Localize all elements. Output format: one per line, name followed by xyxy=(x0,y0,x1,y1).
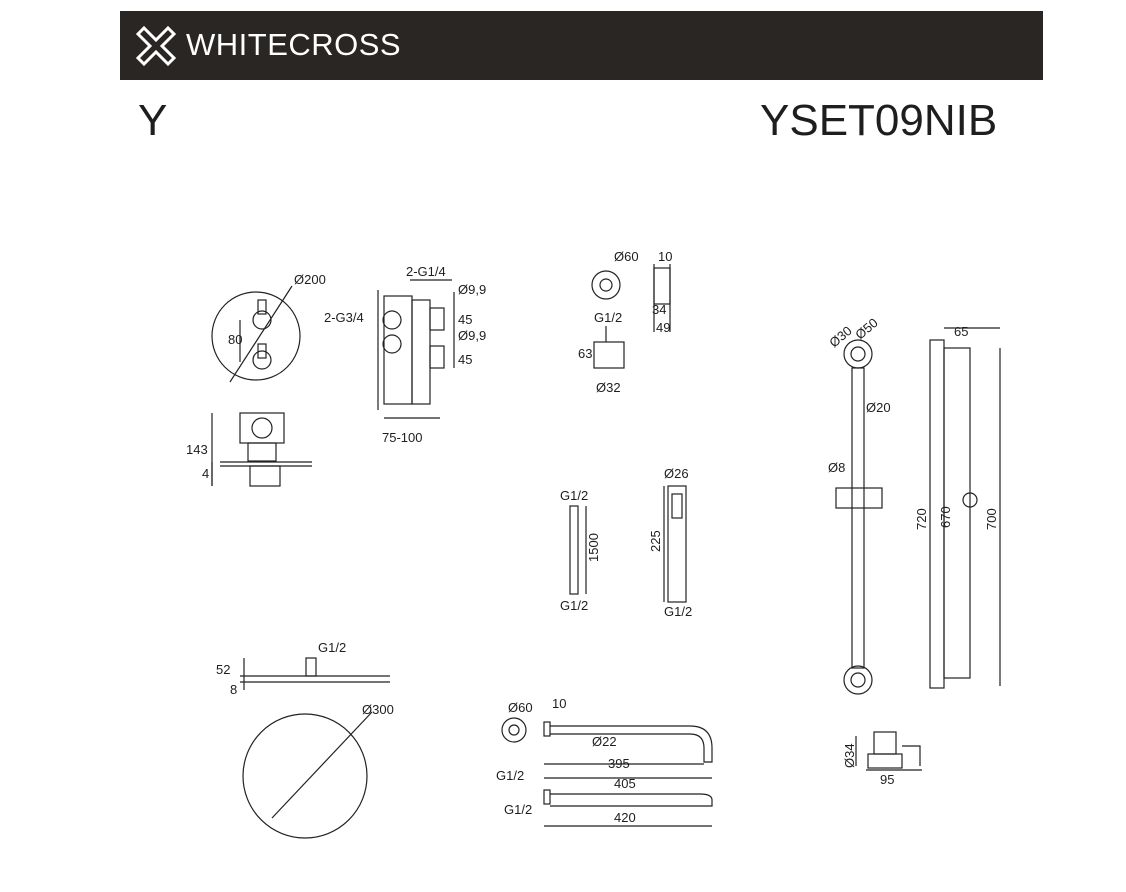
dim-mixer-diameter: Ø200 xyxy=(294,272,326,287)
dim-mixer-thickness: 4 xyxy=(202,466,209,481)
dim-valve-knob1: Ø9,9 xyxy=(458,282,486,297)
dim-arm-pipe: Ø22 xyxy=(592,734,617,749)
dim-hose-length: 1500 xyxy=(586,533,601,562)
dim-rail-d30: Ø30 xyxy=(826,323,854,350)
hand-shower xyxy=(663,485,687,603)
dim-hand-length: 225 xyxy=(648,530,663,552)
shower-hose xyxy=(569,505,587,595)
dim-arm-thread-2: G1/2 xyxy=(504,802,532,817)
dim-holder-diameter: Ø34 xyxy=(842,743,857,768)
series-letter: Y xyxy=(138,96,168,145)
brand-name: WHITECROSS xyxy=(186,27,402,62)
dim-hose-top: G1/2 xyxy=(560,488,588,503)
dim-hand-diameter: Ø26 xyxy=(664,466,689,481)
dim-valve-outlet: 2-G1/4 xyxy=(406,264,446,279)
dim-arm-flange-depth: 10 xyxy=(552,696,566,711)
dim-valve-len2: 45 xyxy=(458,352,472,367)
dim-rail-offset: 65 xyxy=(954,324,968,339)
dim-rail-d50: Ø50 xyxy=(852,315,880,342)
dim-rail-rod: Ø20 xyxy=(866,400,891,415)
mixer-side-view xyxy=(211,412,312,487)
dim-outlet-height: 63 xyxy=(578,346,592,361)
shower-arm xyxy=(501,717,713,827)
dim-holder-width: 95 xyxy=(880,772,894,787)
mixer-plate-front xyxy=(211,285,301,383)
wall-outlet xyxy=(591,264,671,369)
dim-valve-install: 75-100 xyxy=(382,430,422,445)
dim-mixer-spacing: 80 xyxy=(228,332,242,347)
dim-rail-length: 700 xyxy=(984,508,999,530)
dim-overhead-thread: G1/2 xyxy=(318,640,346,655)
dim-outlet-base: Ø32 xyxy=(596,380,621,395)
slide-rail xyxy=(835,327,1001,695)
model-code: YSET09NIB xyxy=(760,96,998,145)
dim-rail-total: 720 xyxy=(914,508,929,530)
cross-logo-icon xyxy=(135,25,177,67)
dim-outlet-outer: 49 xyxy=(656,320,670,335)
brand-header-bar xyxy=(120,11,1043,80)
dim-outlet-diameter: Ø60 xyxy=(614,249,639,264)
dim-rail-slider: Ø8 xyxy=(828,460,845,475)
dim-hose-bottom: G1/2 xyxy=(560,598,588,613)
dim-arm-thread: G1/2 xyxy=(496,768,524,783)
dim-arm-405: 405 xyxy=(614,776,636,791)
dim-arm-395: 395 xyxy=(608,756,630,771)
overhead-shower xyxy=(240,657,390,839)
dim-overhead-thickness: 8 xyxy=(230,682,237,697)
dim-mixer-depth: 143 xyxy=(186,442,208,457)
dim-valve-inlet: 2-G3/4 xyxy=(324,310,364,325)
dim-outlet-depth: 10 xyxy=(658,249,672,264)
dim-outlet-thread: G1/2 xyxy=(594,310,622,325)
dim-valve-knob2: Ø9,9 xyxy=(458,328,486,343)
concealed-valve xyxy=(377,279,455,419)
dim-hand-thread: G1/2 xyxy=(664,604,692,619)
dim-overhead-height: 52 xyxy=(216,662,230,677)
dim-outlet-inner: 34 xyxy=(652,302,666,317)
dim-arm-flange: Ø60 xyxy=(508,700,533,715)
dim-overhead-diameter: Ø300 xyxy=(362,702,394,717)
dim-valve-len1: 45 xyxy=(458,312,472,327)
dim-arm-420: 420 xyxy=(614,810,636,825)
dim-rail-between: 670 xyxy=(938,506,953,528)
wall-holder xyxy=(855,731,922,771)
